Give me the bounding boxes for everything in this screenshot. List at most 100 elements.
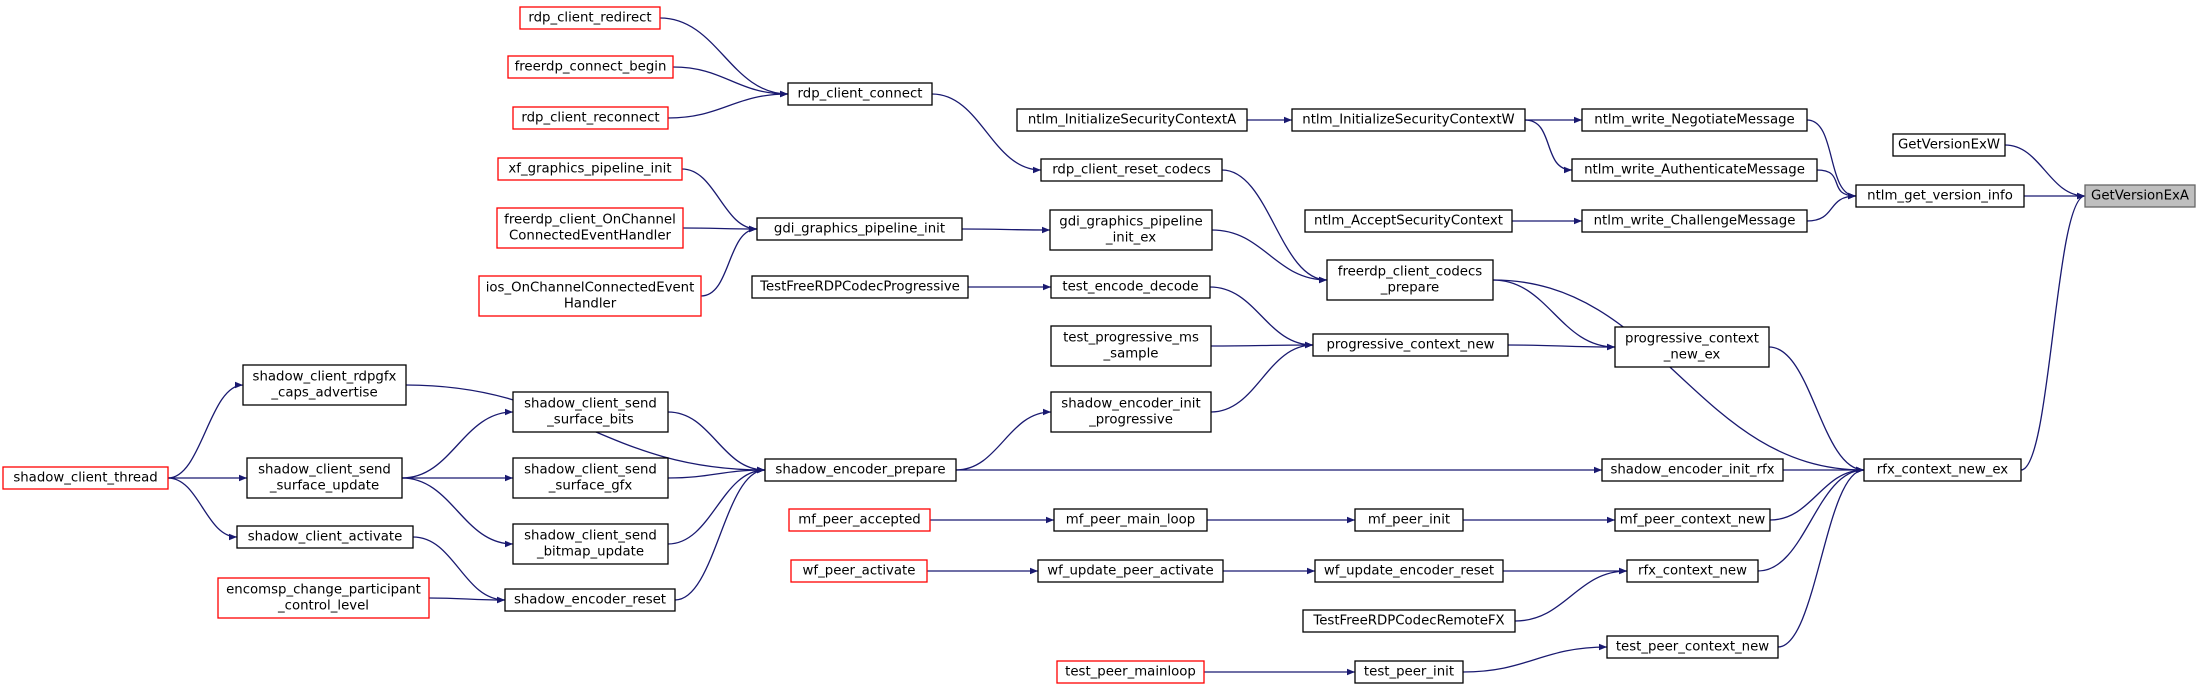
edge-shadow_client_activate-to-shadow_encoder_reset (412, 536, 506, 604)
call-edge (1806, 119, 1857, 200)
node-mf-peer-accepted[interactable]: mf_peer_accepted (788, 508, 931, 532)
node-label: shadow_client_send (524, 463, 657, 478)
call-edge (1210, 341, 1314, 349)
call-edge (667, 411, 766, 474)
node-box (1314, 559, 1504, 583)
node-rdp-client-reconnect[interactable]: rdp_client_reconnect (512, 106, 669, 130)
edge-ntlm_write_negotiatemessage-to-ntlm_get_version_info (1806, 119, 1857, 200)
node-box (1571, 158, 1818, 182)
call-edge (428, 596, 506, 604)
node-box (1040, 158, 1223, 182)
node-freerdp-client-codecs-prepare[interactable]: freerdp_client_codecs_prepare (1326, 259, 1494, 301)
node-shadow-encoder-init-rfx[interactable]: shadow_encoder_init_rfx (1601, 458, 1784, 482)
node-testfreerdpcodecremotefx[interactable]: TestFreeRDPCodecRemoteFX (1302, 609, 1516, 633)
call-edge (1777, 466, 1865, 648)
node-getversionexa[interactable]: GetVersionExA (2084, 184, 2196, 208)
node-ntlm-write-authenticatemessage[interactable]: ntlm_write_AuthenticateMessage (1571, 158, 1818, 182)
node-encomsp-change-participant-control-level[interactable]: encomsp_change_participant_control_level (217, 577, 430, 619)
call-edge (659, 17, 789, 98)
node-label: test_peer_init (1364, 665, 1454, 680)
edge-freerdp_client_codecs_prepare-to-progressive_context_new_ex (1492, 279, 1616, 351)
node-ntlm-acceptsecuritycontext[interactable]: ntlm_AcceptSecurityContext (1304, 209, 1513, 233)
node-rdp-client-redirect[interactable]: rdp_client_redirect (519, 6, 661, 30)
node-label: _bitmap_update (536, 545, 644, 560)
node-label: shadow_client_send (524, 529, 657, 544)
node-label: mf_peer_init (1368, 513, 1450, 528)
edge-rdp_client_reconnect-to-rdp_client_connect (667, 90, 789, 119)
node-shadow-client-thread[interactable]: shadow_client_thread (2, 466, 169, 490)
node-box (1049, 209, 1213, 251)
node-freerdp-client-onchannelconnectedeventhandler[interactable]: freerdp_client_OnChannelConnectedEventHa… (496, 207, 684, 249)
node-shadow-client-send-surface-update[interactable]: shadow_client_send_surface_update (246, 457, 403, 499)
node-shadow-encoder-init-progressive[interactable]: shadow_encoder_init_progressive (1050, 391, 1212, 433)
node-label: xf_graphics_pipeline_init (508, 162, 671, 177)
node-getversionexw[interactable]: GetVersionExW (1892, 133, 2006, 157)
node-gdi-graphics-pipeline-init-ex[interactable]: gdi_graphics_pipeline_init_ex (1049, 209, 1213, 251)
node-box (1354, 660, 1464, 684)
node-label: _control_level (277, 599, 369, 614)
node-test-peer-mainloop[interactable]: test_peer_mainloop (1056, 660, 1205, 684)
node-rdp-client-connect[interactable]: rdp_client_connect (787, 82, 933, 106)
node-ntlm-write-negotiatemessage[interactable]: ntlm_write_NegotiateMessage (1581, 108, 1808, 132)
call-edge (1806, 192, 1857, 222)
node-ntlm-get-version-info[interactable]: ntlm_get_version_info (1855, 184, 2025, 208)
node-mf-peer-context-new[interactable]: mf_peer_context_new (1614, 508, 1771, 532)
node-box (1291, 108, 1526, 132)
node-box (1056, 660, 1205, 684)
node-box (788, 508, 931, 532)
node-shadow-client-rdpgfx-caps-advertise[interactable]: shadow_client_rdpgfx_caps_advertise (242, 364, 407, 406)
node-wf-update-peer-activate[interactable]: wf_update_peer_activate (1037, 559, 1224, 583)
node-label: shadow_client_activate (248, 530, 403, 545)
node-rdp-client-reset-codecs[interactable]: rdp_client_reset_codecs (1040, 158, 1223, 182)
node-box (478, 275, 702, 317)
node-testfreerdpcodecprogressive[interactable]: TestFreeRDPCodecProgressive (751, 275, 969, 299)
node-shadow-encoder-prepare[interactable]: shadow_encoder_prepare (764, 458, 957, 482)
node-xf-graphics-pipeline-init[interactable]: xf_graphics_pipeline_init (497, 157, 683, 181)
node-box (1050, 325, 1212, 367)
call-edge (667, 90, 789, 119)
node-shadow-client-send-bitmap-update[interactable]: shadow_client_send_bitmap_update (512, 523, 669, 565)
node-box (512, 457, 669, 499)
node-ntlm-write-challengemessage[interactable]: ntlm_write_ChallengeMessage (1581, 209, 1808, 233)
node-box (1855, 184, 2025, 208)
node-label: _prepare (1380, 281, 1439, 296)
node-gdi-graphics-pipeline-init[interactable]: gdi_graphics_pipeline_init (756, 217, 963, 241)
node-wf-peer-activate[interactable]: wf_peer_activate (790, 559, 928, 583)
edge-shadow_client_thread-to-shadow_client_rdpgfx_caps_advertise (167, 381, 244, 479)
node-label: mf_peer_main_loop (1066, 513, 1195, 528)
node-freerdp-connect-begin[interactable]: freerdp_connect_begin (507, 55, 674, 79)
call-edge (1211, 229, 1328, 284)
edges-layer (167, 17, 2086, 676)
node-label: shadow_encoder_init_rfx (1610, 463, 1774, 478)
node-label: test_progressive_ms (1063, 331, 1199, 346)
node-ntlm-initializesecuritycontextw[interactable]: ntlm_InitializeSecurityContextW (1291, 108, 1526, 132)
node-label: freerdp_connect_begin (515, 60, 667, 75)
node-shadow-client-send-surface-bits[interactable]: shadow_client_send_surface_bits (512, 391, 669, 433)
node-progressive-context-new-ex[interactable]: progressive_context_new_ex (1614, 326, 1770, 368)
node-test-peer-init[interactable]: test_peer_init (1354, 660, 1464, 684)
call-edge (1769, 466, 1865, 521)
edge-freerdp_client_codecs_prepare-to-rfx_context_new_ex (1492, 279, 1865, 474)
node-box (1354, 508, 1464, 532)
node-box (2084, 184, 2196, 208)
node-shadow-client-activate[interactable]: shadow_client_activate (236, 525, 414, 549)
node-rfx-context-new-ex[interactable]: rfx_context_new_ex (1863, 458, 2022, 482)
node-rfx-context-new[interactable]: rfx_context_new (1626, 559, 1759, 583)
node-mf-peer-main-loop[interactable]: mf_peer_main_loop (1053, 508, 1208, 532)
node-wf-update-encoder-reset[interactable]: wf_update_encoder_reset (1314, 559, 1504, 583)
edge-testfreerdpcodecremotefx-to-rfx_context_new (1514, 567, 1628, 622)
edge-rfx_context_new-to-rfx_context_new_ex (1757, 466, 1865, 572)
node-label: gdi_graphics_pipeline_init (774, 222, 945, 237)
node-test-progressive-ms-sample[interactable]: test_progressive_ms_sample (1050, 325, 1212, 367)
node-mf-peer-init[interactable]: mf_peer_init (1354, 508, 1464, 532)
node-ntlm-initializesecuritycontexta[interactable]: ntlm_InitializeSecurityContextA (1016, 108, 1248, 132)
node-shadow-encoder-reset[interactable]: shadow_encoder_reset (504, 588, 676, 612)
node-label: encomsp_change_participant (226, 583, 421, 598)
node-test-encode-decode[interactable]: test_encode_decode (1050, 275, 1211, 299)
node-label: freerdp_client_OnChannel (504, 213, 676, 228)
node-shadow-client-send-surface-gfx[interactable]: shadow_client_send_surface_gfx (512, 457, 669, 499)
call-edge (961, 226, 1051, 234)
node-test-peer-context-new[interactable]: test_peer_context_new (1606, 635, 1779, 659)
node-progressive-context-new[interactable]: progressive_context_new (1312, 333, 1509, 357)
